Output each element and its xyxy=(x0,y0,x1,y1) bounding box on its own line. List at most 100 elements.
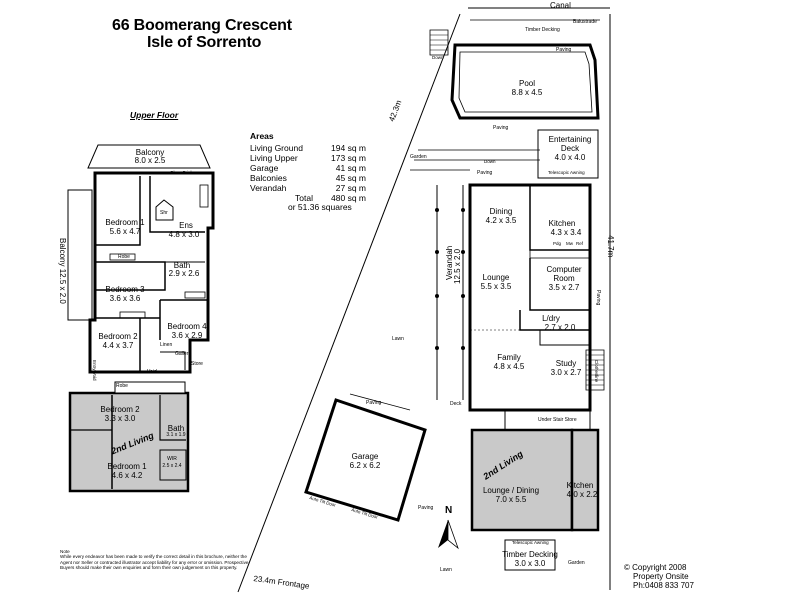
entertaining-label-2: Deck xyxy=(560,144,580,153)
room-label: Bedroom 3 xyxy=(105,285,145,294)
room-dim: 2.7 x 2.0 xyxy=(544,323,576,332)
area-label: Living Upper xyxy=(250,153,298,163)
room-dim: 12.5 x 2.0 xyxy=(58,268,67,304)
pool-label: Pool xyxy=(518,79,536,88)
room-label: Study xyxy=(555,359,577,368)
room-label: Kitchen xyxy=(548,219,576,228)
paving-label: Paving xyxy=(493,125,509,131)
paving-label: Paving xyxy=(556,47,572,53)
area-value: 173 sq m xyxy=(331,153,366,163)
area-label: Total xyxy=(295,193,313,203)
north-label: N xyxy=(445,505,453,516)
room-label: Balcony xyxy=(135,148,165,157)
garden-label: Garden xyxy=(410,154,427,160)
room-dim: 4.3 x 3.4 xyxy=(550,228,582,237)
room-dim: 4.0 x 2.2 xyxy=(566,490,598,499)
room-label: Bath xyxy=(173,261,191,270)
room-label: Bedroom 1 xyxy=(107,462,147,471)
room-label: Room xyxy=(553,274,575,283)
disclaimer-note: Note While every endeavor has been made … xyxy=(60,549,250,570)
note-text: While every endeavor has been made to ve… xyxy=(60,554,249,570)
clothesline-label: Clothesline xyxy=(594,360,599,383)
paving-label: Paving xyxy=(418,505,434,511)
room-dim: 3.0 x 2.7 xyxy=(550,368,582,377)
paving-label: Paving xyxy=(477,170,493,176)
north-arrow xyxy=(438,519,459,550)
copyright-line-2: Property Onsite xyxy=(633,572,689,582)
lawn-label: Lawn xyxy=(392,336,404,342)
upper-floor-title: Upper Floor xyxy=(130,110,179,120)
fridge-label: Ref xyxy=(576,241,584,246)
area-label: Balconies xyxy=(250,173,287,183)
room-label: Kitchen xyxy=(566,481,594,490)
room-dim: 4.8 x 3.0 xyxy=(168,230,200,239)
side-boundary-label: 41.7m xyxy=(606,235,615,258)
copyright-line-1: Copyright 2008 xyxy=(632,563,687,572)
area-squares: or 51.36 squares xyxy=(288,202,352,212)
room-label: Timber Decking xyxy=(502,550,558,559)
site-plan xyxy=(237,7,611,593)
areas-heading: Areas xyxy=(250,131,274,141)
area-value: 45 sq m xyxy=(335,173,366,183)
room-dim: 4.8 x 4.5 xyxy=(493,362,525,371)
entry-void-label: Entry Void xyxy=(92,360,97,381)
address-line-2: Isle of Sorrento xyxy=(147,34,262,51)
room-dim: 7.0 x 5.5 xyxy=(495,495,527,504)
room-label: Lounge xyxy=(482,273,510,282)
room-label: Family xyxy=(497,353,521,362)
room-dim: 2.5 x 2.4 xyxy=(162,463,182,469)
copyright-icon: © xyxy=(624,563,630,572)
balustrade-label: Balustrade xyxy=(573,19,597,25)
copyright-line-3: Ph:0408 833 707 xyxy=(633,581,694,591)
room-dim: 5.5 x 3.5 xyxy=(480,282,512,291)
area-value: 480 sq m xyxy=(331,193,366,203)
address-line-1: 66 Boomerang Crescent xyxy=(112,17,292,34)
pantry-label: Pdg xyxy=(553,241,562,246)
shower-label: Shr xyxy=(160,210,168,216)
room-dim: 3.1 x 1.9 xyxy=(166,432,186,438)
balcony-left-label: Balcony 12.5 x 2.0 xyxy=(58,238,67,304)
verandah-dim: 12.5 x 2.0 xyxy=(453,248,462,284)
room-label: Bath xyxy=(167,424,185,433)
pool-dim: 8.8 x 4.5 xyxy=(511,88,543,97)
entertaining-label-1: Entertaining xyxy=(548,135,592,144)
room-label: WIR xyxy=(167,456,177,462)
void-label: Void xyxy=(147,369,157,375)
room-dim: 2.9 x 2.6 xyxy=(168,269,200,278)
paving-label: Paving xyxy=(595,290,601,306)
deck-label: Deck xyxy=(450,401,462,407)
room-label: L/dry xyxy=(542,314,560,323)
room-label: Balcony xyxy=(58,238,67,267)
upper-second-living-plan xyxy=(68,381,190,493)
room-dim: 3.6 x 3.6 xyxy=(109,294,141,303)
copyright-block: © Copyright 2008 Property Onsite Ph:0408… xyxy=(624,563,694,591)
room-dim: 4.6 x 4.2 xyxy=(111,471,143,480)
awning-label: Telescopic Awning xyxy=(548,170,585,175)
room-label: Bedroom 4 xyxy=(167,322,207,331)
microwave-label: Mw xyxy=(566,241,573,246)
room-dim: 3.5 x 2.7 xyxy=(548,283,580,292)
robe-label: Robe xyxy=(116,383,128,389)
awning-label: Telescopic Awning xyxy=(512,540,549,545)
down-label: Down xyxy=(432,55,444,60)
room-dim: 6.2 x 6.2 xyxy=(349,461,381,470)
room-label: Bedroom 2 xyxy=(98,332,138,341)
room-dim: 3.6 x 2.9 xyxy=(171,331,203,340)
room-dim: 8.0 x 2.5 xyxy=(134,156,166,165)
room-label: Lounge / Dining xyxy=(482,486,540,495)
note-heading: Note xyxy=(60,549,70,554)
upper-floor-plan xyxy=(67,144,215,374)
gallery-label: Gallery xyxy=(175,351,191,357)
room-label: Bedroom 1 xyxy=(105,218,145,227)
area-label: Verandah xyxy=(250,183,287,193)
store-label: Store xyxy=(191,361,203,367)
timber-decking-label: Timber Decking xyxy=(525,27,560,33)
area-label: Garage xyxy=(250,163,279,173)
room-dim: 3.3 x 3.0 xyxy=(104,414,136,423)
room-dim: 4.2 x 3.5 xyxy=(485,216,517,225)
linen-label: Linen xyxy=(160,342,173,348)
robe-label: Robe xyxy=(118,254,130,260)
room-dim: 5.6 x 4.7 xyxy=(109,227,141,236)
